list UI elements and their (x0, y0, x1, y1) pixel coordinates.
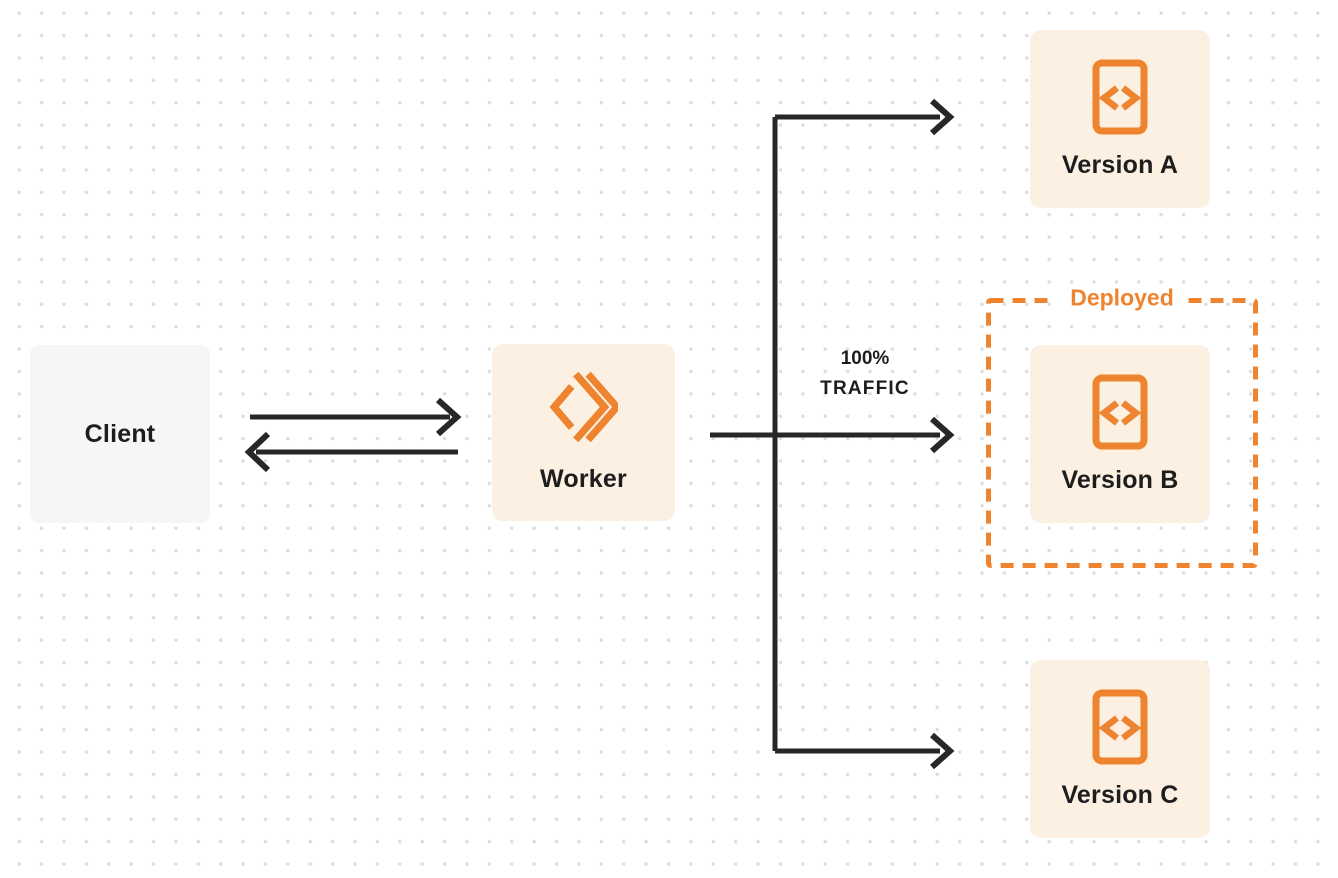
node-client: Client (30, 345, 210, 523)
arrowhead-right-icon (930, 416, 955, 454)
code-file-icon (1092, 59, 1148, 134)
code-file-icon (1092, 689, 1148, 764)
traffic-word: TRAFFIC (820, 378, 910, 399)
arrowhead-right-icon (930, 732, 955, 770)
traffic-label: 100% TRAFFIC (780, 349, 950, 398)
node-version-c: Version C (1030, 660, 1210, 838)
code-file-icon (1092, 374, 1148, 449)
version-b-label: Version B (1061, 465, 1179, 494)
version-a-label: Version A (1061, 150, 1179, 179)
arrowhead-right-icon (435, 397, 462, 437)
deployed-label: Deployed (1056, 284, 1188, 312)
deployed-region: Deployed (986, 284, 1258, 568)
version-c-label: Version C (1061, 780, 1179, 809)
traffic-percent: 100% (840, 348, 890, 369)
deployed-dashed-border (986, 298, 1258, 568)
node-version-b: Version B (1030, 345, 1210, 523)
cloudflare-workers-icon (549, 371, 618, 443)
arrowhead-left-icon (244, 431, 271, 473)
arrowhead-right-icon (930, 98, 955, 136)
node-worker: Worker (492, 344, 675, 521)
node-version-a: Version A (1030, 30, 1210, 208)
worker-label: Worker (540, 465, 627, 493)
client-label: Client (84, 419, 156, 448)
